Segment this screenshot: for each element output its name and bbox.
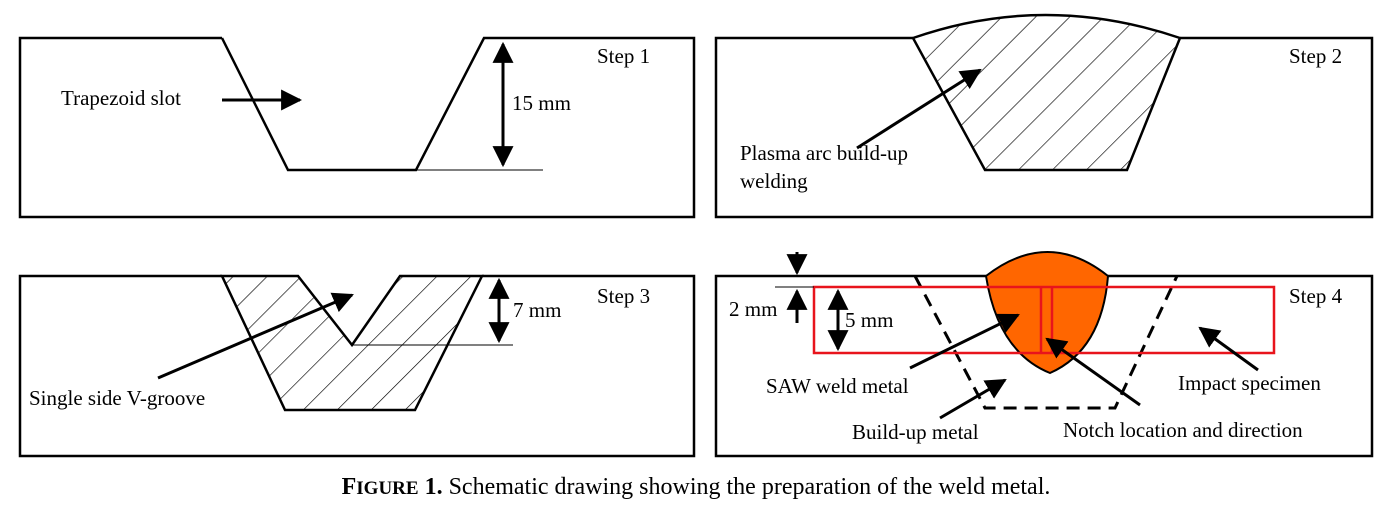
caption-text: Schematic drawing showing the preparatio… (443, 474, 1051, 500)
saw-pointer-arrow (909, 313, 1020, 370)
plate-outline-step1 (18, 36, 696, 219)
notch-pointer-arrow (1045, 337, 1141, 407)
panel-step4: 2 mm 5 mm SAW weld metal Build-up metal … (714, 251, 1374, 458)
step-label-1: Step 1 (597, 44, 650, 68)
notch-label: Notch location and direction (1063, 418, 1303, 442)
weld-label-line2: welding (740, 169, 808, 193)
groove-label: Single side V-groove (29, 386, 205, 410)
specimen-pointer-arrow (1198, 326, 1259, 372)
panel-step3: 7 mm Single side V-groove Step 3 (18, 274, 696, 458)
slot-label: Trapezoid slot (61, 86, 181, 110)
step-label-2: Step 2 (1289, 44, 1342, 68)
depth-label-step3: 7 mm (513, 298, 561, 322)
buildup-label: Build-up metal (852, 420, 979, 444)
step-label-3: Step 3 (597, 284, 650, 308)
specimen-label: Impact specimen (1178, 371, 1321, 395)
figure-caption: FIGURE 1. Schematic drawing showing the … (342, 474, 1051, 500)
caption-figure-initial: F (342, 474, 357, 500)
step-label-4: Step 4 (1289, 284, 1343, 308)
groove-pointer-arrow (157, 292, 354, 380)
buildup-boundary-dashed (913, 275, 1179, 410)
offset-label: 2 mm (729, 297, 777, 321)
impact-specimen-outline (812, 285, 1276, 355)
height-label: 5 mm (845, 308, 893, 332)
depth-label-step1: 15 mm (512, 91, 571, 115)
buildup-pointer-arrow (939, 378, 1007, 420)
panel-step2: Plasma arc build-up welding Step 2 (714, 13, 1374, 219)
buildup-hatched-region (220, 274, 485, 412)
buildup-weld-bead (911, 13, 1182, 172)
saw-label: SAW weld metal (766, 374, 909, 398)
caption-figure-number: 1. (419, 474, 443, 500)
plate-outline-step3 (18, 274, 696, 458)
plate-outline-step2 (714, 36, 1374, 219)
weld-pointer-arrow (856, 68, 982, 150)
saw-weld-metal (984, 251, 1110, 375)
weld-label-line1: Plasma arc build-up (740, 141, 908, 165)
caption-figure-rest: IGURE (356, 478, 418, 499)
panel-step1: 15 mm Trapezoid slot Step 1 (18, 36, 696, 219)
